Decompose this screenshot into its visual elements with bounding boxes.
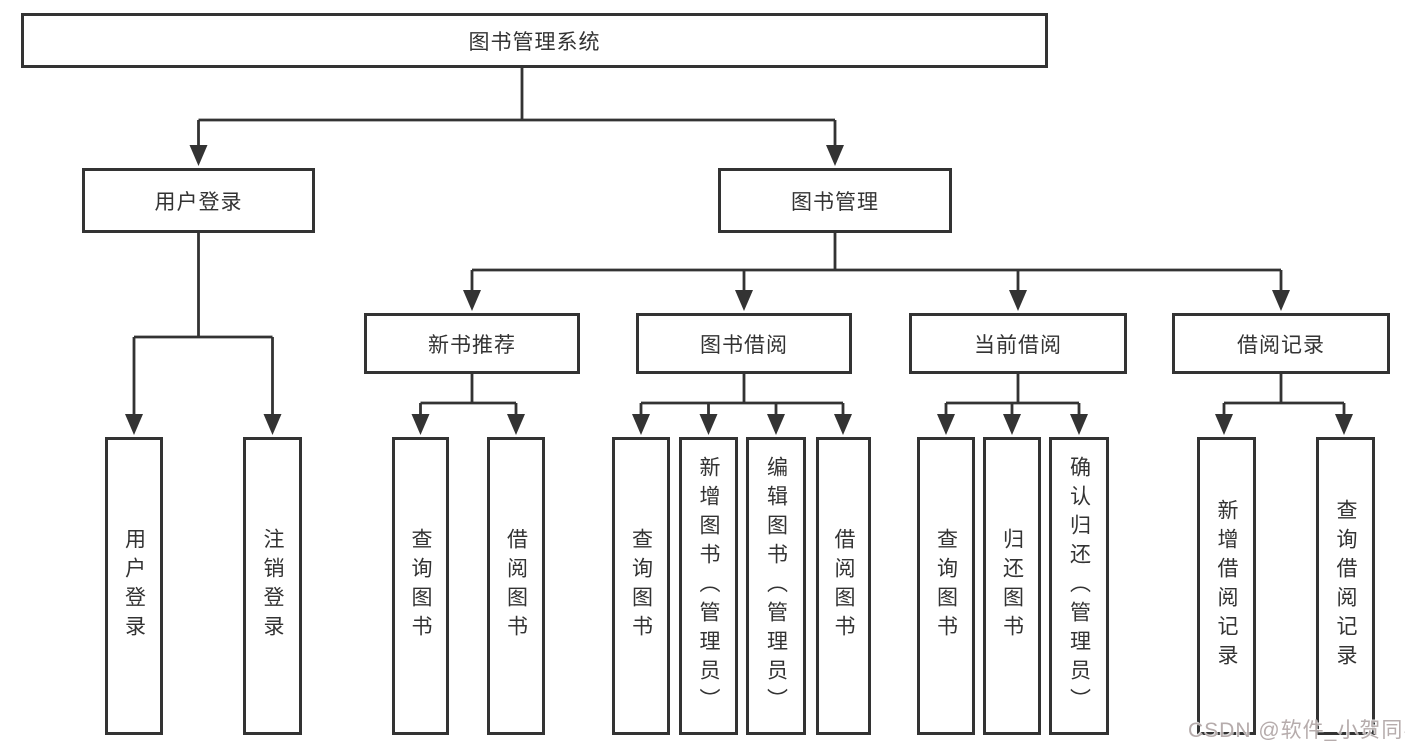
arrow-icon: [767, 414, 785, 435]
arrow-icon: [1215, 414, 1233, 435]
node-current-borrow: 当前借阅: [909, 313, 1127, 374]
arrow-icon: [507, 414, 525, 435]
node-leaf-label: 归还图书: [1000, 528, 1024, 644]
node-user-login: 用户登录: [82, 168, 315, 233]
node-leaf-label: 用户登录: [122, 528, 146, 644]
node-leaf-label: 查询图书: [409, 528, 432, 644]
arrow-icon: [699, 414, 718, 435]
node-borrow-records: 借阅记录: [1172, 313, 1390, 374]
node-new-book-recommend: 新书推荐: [364, 313, 580, 374]
node-leaf-confirm-return-admin: 确认归还（管理员）: [1049, 437, 1109, 735]
arrow-icon: [411, 414, 430, 435]
node-leaf-edit-book-admin: 编辑图书（管理员）: [746, 437, 806, 735]
node-leaf-label: 新增图书（管理员）: [697, 455, 720, 717]
arrow-icon: [834, 414, 852, 435]
node-book-management: 图书管理: [718, 168, 952, 233]
watermark: CSDN @软件_小贺同学: [1188, 719, 1405, 742]
arrow-icon: [1070, 414, 1088, 435]
node-leaf-query-borrow-record: 查询借阅记录: [1316, 437, 1375, 735]
arrow-icon: [735, 290, 753, 311]
node-leaf-add-book-admin: 新增图书（管理员）: [679, 437, 738, 735]
node-leaf-query-book-1: 查询图书: [392, 437, 449, 735]
arrow-icon: [1009, 290, 1027, 311]
node-leaf-label: 注销登录: [261, 528, 284, 644]
node-leaf-query-book-2: 查询图书: [612, 437, 670, 735]
node-leaf-label: 新增借阅记录: [1215, 499, 1238, 673]
node-leaf-label: 查询图书: [934, 528, 958, 644]
connector-mgmt-to-level3: [470, 233, 1283, 292]
arrow-icon: [263, 414, 282, 435]
node-leaf-logout: 注销登录: [243, 437, 302, 735]
connector-root-to-level2: [197, 68, 837, 147]
node-leaf-user-login: 用户登录: [105, 437, 163, 735]
node-leaf-label: 编辑图书（管理员）: [764, 455, 788, 717]
node-leaf-borrow-book-1: 借阅图书: [487, 437, 545, 735]
connector-records-to-children: [1222, 374, 1346, 416]
node-leaf-return-book: 归还图书: [983, 437, 1041, 735]
arrow-icon: [189, 145, 208, 166]
arrow-icon: [1272, 290, 1290, 311]
arrow-icon: [937, 414, 955, 435]
node-leaf-label: 查询图书: [629, 528, 653, 644]
connector-newbook-to-children: [419, 374, 518, 416]
node-library-system: 图书管理系统: [21, 13, 1048, 68]
node-leaf-label: 确认归还（管理员）: [1067, 455, 1091, 717]
connector-current-to-children: [944, 374, 1081, 416]
arrow-icon: [632, 414, 650, 435]
node-leaf-label: 查询借阅记录: [1334, 499, 1357, 673]
node-leaf-query-book-3: 查询图书: [917, 437, 975, 735]
arrowheads: [125, 145, 1353, 435]
node-leaf-label: 借阅图书: [832, 528, 855, 644]
connector-borrow-to-children: [639, 374, 845, 416]
arrow-icon: [1003, 414, 1021, 435]
arrow-icon: [463, 290, 481, 311]
node-leaf-add-borrow-record: 新增借阅记录: [1197, 437, 1256, 735]
arrow-icon: [125, 414, 143, 435]
node-leaf-label: 借阅图书: [504, 528, 528, 644]
node-book-borrow: 图书借阅: [636, 313, 852, 374]
arrow-icon: [826, 145, 844, 166]
arrow-icon: [1335, 414, 1353, 435]
connector-login-to-children: [132, 233, 274, 416]
node-leaf-borrow-book-2: 借阅图书: [816, 437, 871, 735]
